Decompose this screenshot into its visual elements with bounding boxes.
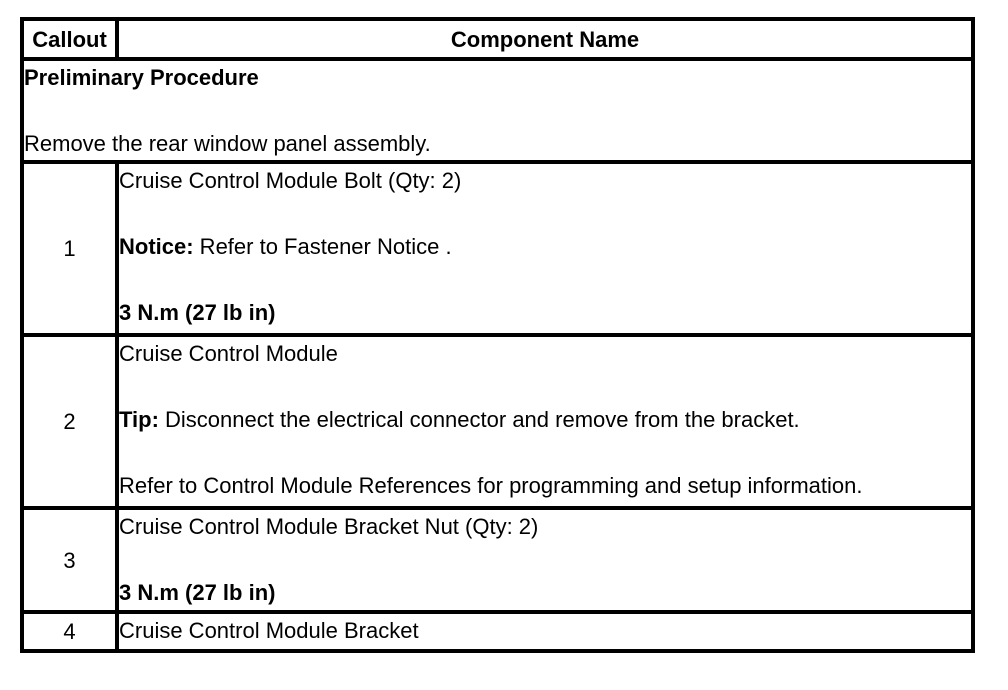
component-line: Notice: Refer to Fastener Notice .: [119, 234, 452, 259]
preliminary-procedure-step: Remove the rear window panel assembly.: [24, 131, 431, 156]
component-line: Cruise Control Module Bracket Nut (Qty: …: [119, 514, 539, 539]
callout-column-header: Callout: [20, 17, 119, 61]
table-row: 2 Cruise Control Module Tip: Disconnect …: [20, 333, 975, 510]
table-row: 4 Cruise Control Module Bracket: [20, 610, 975, 653]
component-cell: Cruise Control Module Bracket Nut (Qty: …: [115, 506, 975, 614]
component-line: 3 N.m (27 lb in): [119, 300, 276, 325]
preliminary-procedure-cell: Preliminary Procedure Remove the rear wi…: [20, 57, 975, 164]
component-line: Cruise Control Module: [119, 341, 338, 366]
component-table: Callout Component Name Preliminary Proce…: [20, 17, 975, 653]
component-cell: Cruise Control Module Tip: Disconnect th…: [115, 333, 975, 510]
component-line: Cruise Control Module Bracket: [119, 618, 419, 643]
component-cell: Cruise Control Module Bracket: [115, 610, 975, 653]
callout-number: 2: [20, 333, 119, 510]
table-row: 1 Cruise Control Module Bolt (Qty: 2) No…: [20, 160, 975, 337]
callout-number: 4: [20, 610, 119, 653]
callout-number: 3: [20, 506, 119, 614]
table-header-row: Callout Component Name: [20, 17, 975, 61]
component-line: Cruise Control Module Bolt (Qty: 2): [119, 168, 462, 193]
component-line: 3 N.m (27 lb in): [119, 580, 276, 605]
component-line: Tip: Disconnect the electrical connector…: [119, 407, 800, 432]
preliminary-procedure-row: Preliminary Procedure Remove the rear wi…: [20, 57, 975, 164]
callout-number: 1: [20, 160, 119, 337]
component-line: Refer to Control Module References for p…: [119, 473, 863, 498]
preliminary-procedure-title: Preliminary Procedure: [24, 65, 259, 90]
table-row: 3 Cruise Control Module Bracket Nut (Qty…: [20, 506, 975, 614]
component-cell: Cruise Control Module Bolt (Qty: 2) Noti…: [115, 160, 975, 337]
component-name-column-header: Component Name: [115, 17, 975, 61]
